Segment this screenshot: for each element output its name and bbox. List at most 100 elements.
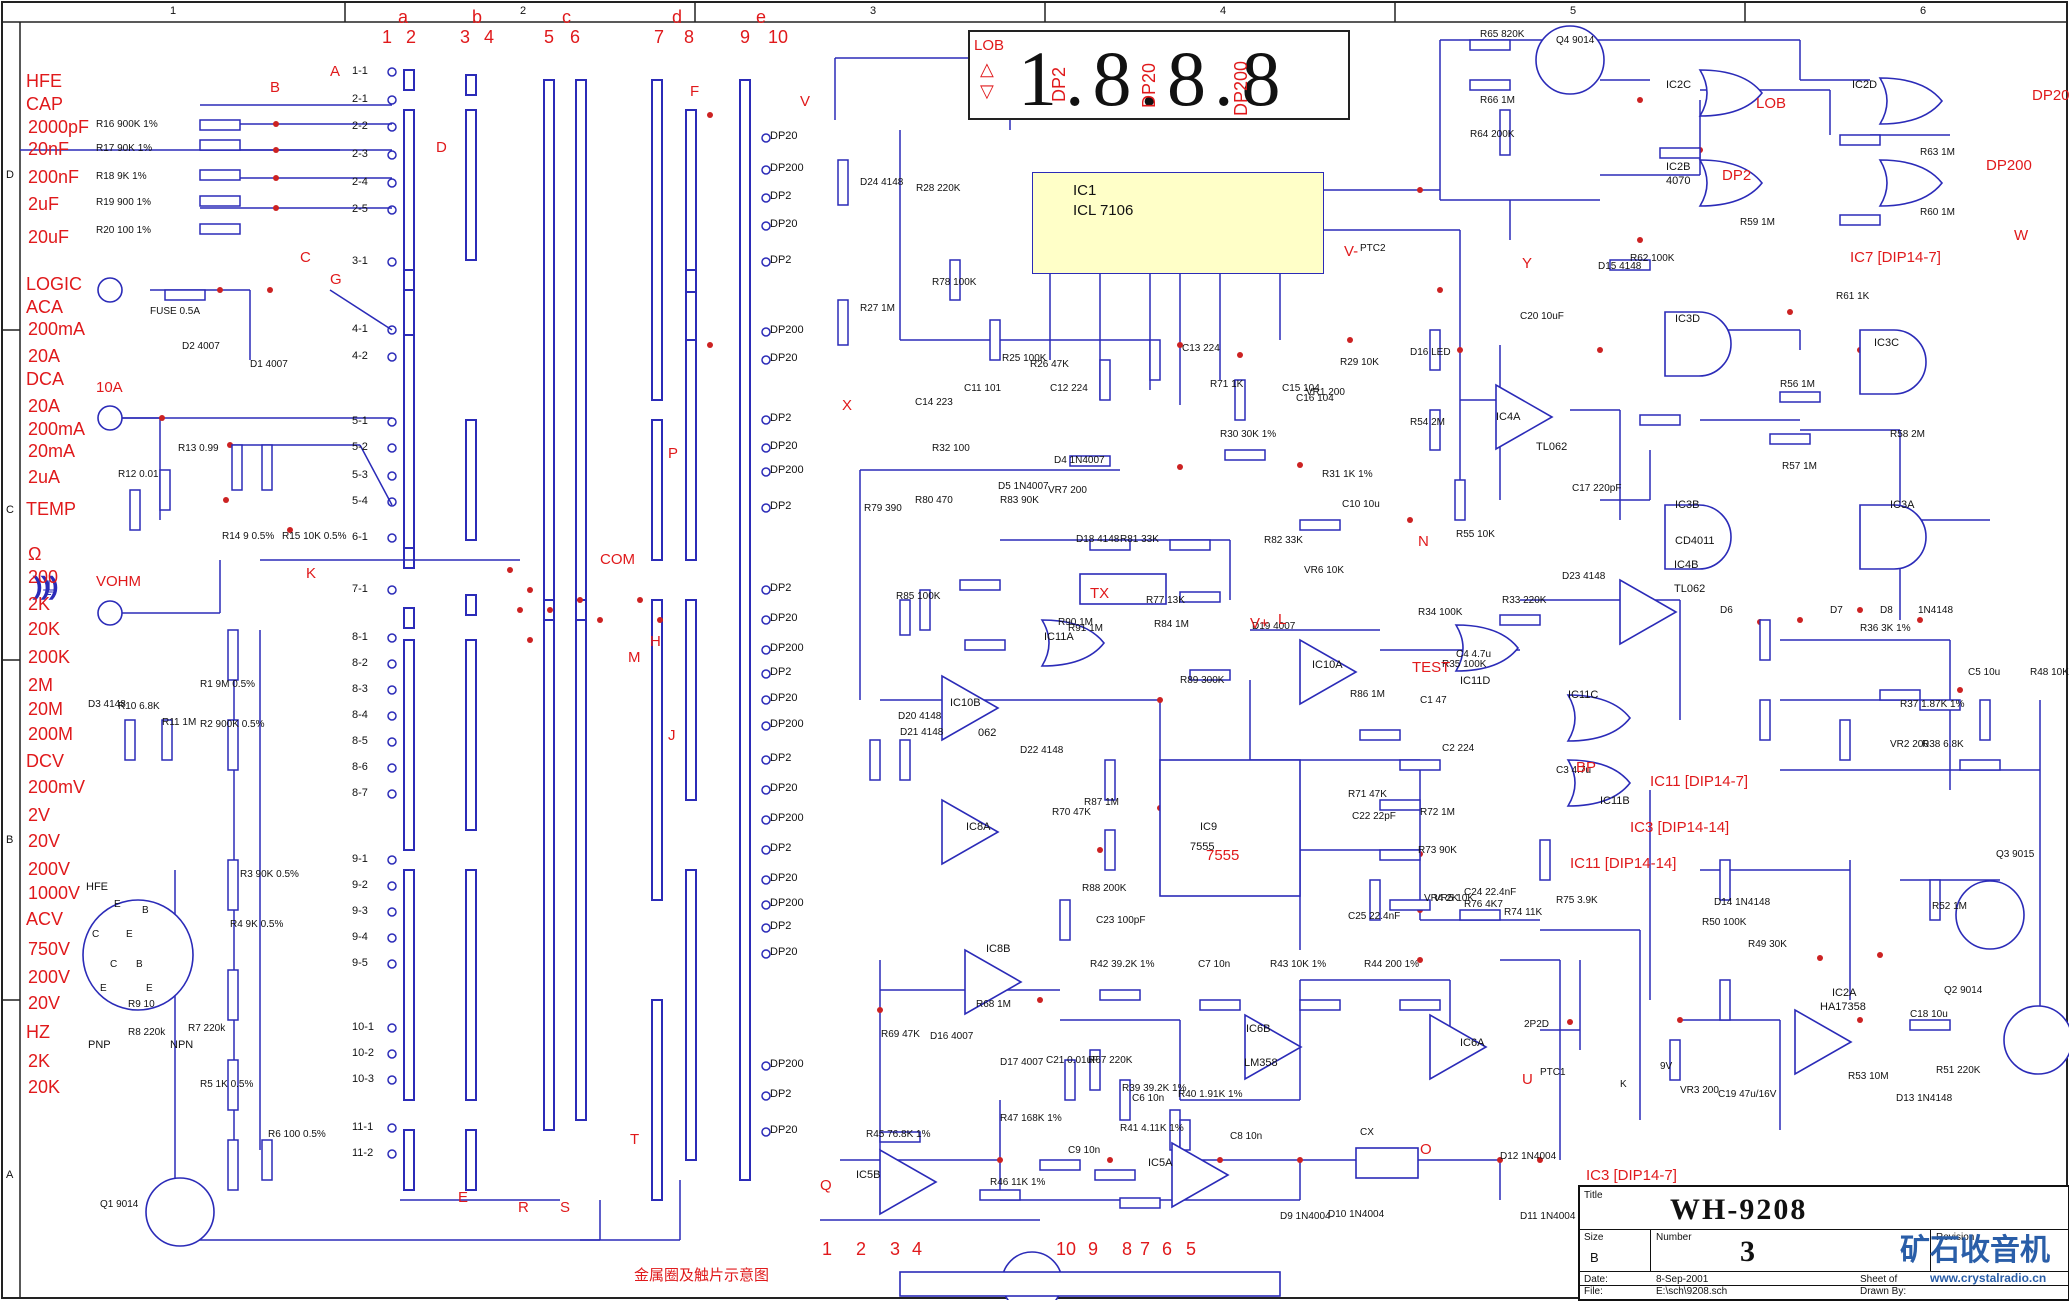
dp-contact [761,845,771,855]
junction-dot [287,527,293,533]
net-label: W [2014,227,2029,244]
dp-label: DP20 [770,946,798,958]
ic-label-ic11b: IC11B [1600,795,1630,807]
junction-dot [1237,352,1243,358]
resistor [1099,989,1141,1001]
dp-label: DP2 [770,1088,792,1100]
lcd-flag-dp200: DP200 [1231,60,1251,116]
junction-dot [1297,462,1303,468]
dp-contact [761,221,771,231]
junction-dot [1877,952,1883,958]
function-label: 2K [28,594,51,614]
opamp-body [1429,1013,1488,1081]
file-label: File: [1584,1286,1603,1297]
dp-contact [761,785,771,795]
contact-strip [651,79,663,401]
ic-label-ic9_part: 7555 [1190,841,1215,853]
resistor [1719,859,1731,901]
hfe-pin-label: E [100,983,107,994]
switch-position: 2-3 [352,148,368,160]
ic-label-ic3c: IC3C [1874,337,1900,349]
resistor [1059,899,1071,941]
dp-contact [761,923,771,933]
function-label: 750V [28,939,71,959]
component-label: VR6 10K [1304,565,1345,576]
net-label: S [560,1199,571,1216]
junction-dot [159,415,165,421]
junction-dot [1037,997,1043,1003]
q1-transistor [145,1177,215,1247]
dp-label: DP200 [770,324,804,336]
resistor [164,289,206,301]
junction-dot [273,205,279,211]
ic-label-ic3a: IC3A [1890,499,1915,511]
component-label: R78 100K [932,277,977,288]
function-label: 2M [28,675,54,695]
junction-dot [1597,347,1603,353]
component-label: VR1 200 [1306,387,1345,398]
ic-label-ic8b: IC8B [986,943,1011,955]
component-label: C23 100pF [1096,915,1146,926]
ic-label-ic11a: IC11A [1044,631,1074,643]
switch-position: 2-5 [352,203,368,215]
dp-contact [761,443,771,453]
switch-pin: 5 [544,27,555,47]
function-label: 200V [28,967,71,987]
ic-label-part_4070: 4070 [1666,175,1691,187]
ic-label-part_062: 062 [978,727,997,739]
net-label: H [650,633,661,650]
contact-strip [465,1129,477,1191]
ic-label-ic9: IC9 [1200,821,1218,833]
component-label: PTC1 [1540,1067,1566,1078]
function-label: 200mV [28,777,86,797]
opamp-body [941,674,1000,742]
dp-label: DP20 [770,352,798,364]
resistor [1199,999,1241,1011]
junction-dot [1857,607,1863,613]
junction-dot [1347,337,1353,343]
xor-gate-body [1454,624,1520,672]
switch-contact [387,763,397,773]
resistor [199,139,241,151]
switch-position: 5-3 [352,469,368,481]
bottom-pin: 3 [890,1239,901,1259]
resistor [1779,391,1821,403]
lcd-arrow-icon: △ [980,59,994,79]
resistor [1369,879,1381,921]
switch-column-d: d [672,7,683,27]
component-label: R66 1M [1480,95,1516,106]
hfe-pin-label: E [114,899,121,910]
contact-strip [739,79,751,1181]
bottom-pin: 6 [1162,1239,1173,1259]
function-label: ACV [26,909,64,929]
switch-position: 8-7 [352,787,368,799]
q4-transistor [1535,25,1605,95]
drawn-by-label: Drawn By: [1860,1286,1907,1297]
function-label: 20mA [28,441,76,461]
lcd-flag-dp2: DP2 [1049,66,1069,102]
function-label: 20V [28,831,61,851]
nand-gate-body [1859,329,1927,395]
function-label: HFE [26,71,62,91]
function-label: 20nF [28,139,70,159]
resistor [227,629,239,681]
component-label: D19 4007 [1252,621,1296,632]
junction-dot [217,287,223,293]
watermark-logo: 矿石收音机 [1900,1234,2050,1267]
net-label: X [842,397,853,414]
function-label: 20uF [28,227,70,247]
switch-position: 2-1 [352,93,368,105]
contact-strip [465,594,477,616]
resistor [1234,379,1246,421]
junction-dot [547,607,553,613]
tx-relay-body [1079,573,1167,605]
dp-label: DP20 [770,440,798,452]
dp-label: DP20 [770,612,798,624]
resistor [1099,359,1111,401]
resistor [899,599,911,636]
switch-position: 6-1 [352,531,368,543]
component-label: R50 100K [1702,917,1747,928]
junction-dot [1677,1017,1683,1023]
opamp-body [879,1148,938,1216]
component-label: D12 1N4004 [1500,1151,1557,1162]
